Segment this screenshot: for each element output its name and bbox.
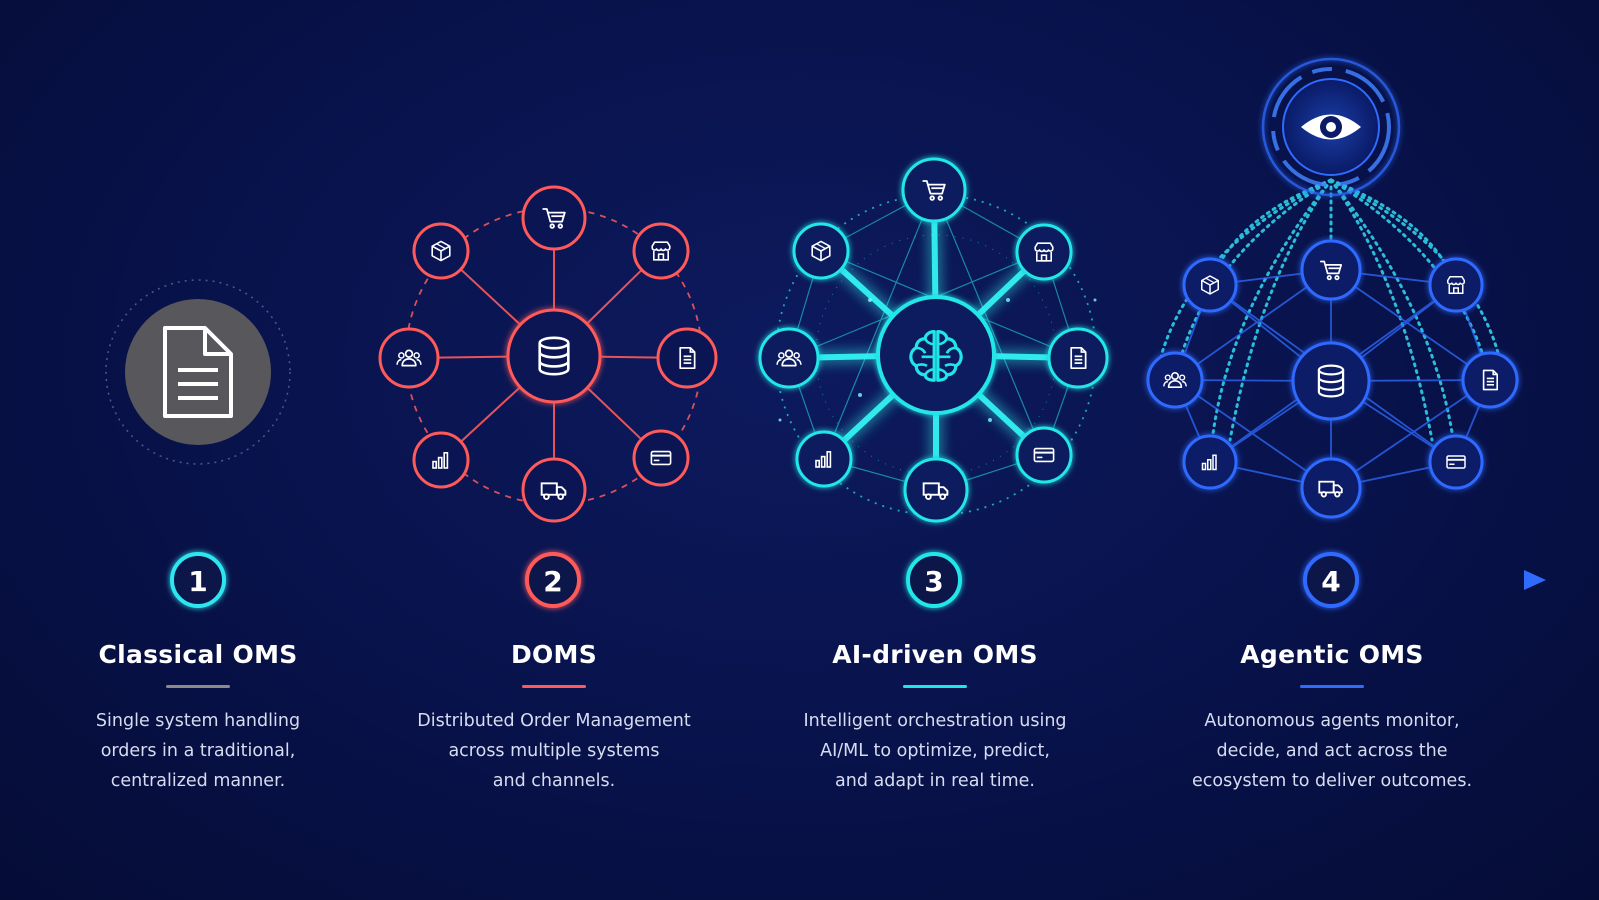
agentic-node-users — [1146, 351, 1204, 409]
timeline-arrow-icon — [1524, 570, 1546, 590]
ai-node-card — [1015, 426, 1073, 484]
description-line: and adapt in real time. — [835, 771, 1035, 791]
doms-node-truck — [521, 457, 587, 523]
doms-node-box — [412, 222, 470, 280]
step-number: 2 — [543, 565, 562, 598]
doms-node-cart — [521, 185, 587, 251]
ai-node-document — [1047, 327, 1109, 389]
agentic-node-store — [1428, 257, 1484, 313]
ai-node-users — [758, 327, 820, 389]
description-line: Single system handling — [95, 711, 301, 731]
timeline-marker-1: 1 — [170, 552, 226, 608]
description-line: and channels. — [492, 771, 616, 791]
timeline-marker-3: 3 — [906, 552, 962, 608]
description-line: Distributed Order Management — [417, 711, 691, 731]
stage-underline — [166, 685, 230, 688]
stage-description: Distributed Order Management across mult… — [384, 706, 724, 796]
timeline-marker-4: 4 — [1303, 552, 1359, 608]
stage-title: DOMS — [510, 640, 598, 669]
description-line: Intelligent orchestration using — [803, 711, 1067, 731]
ai-node-store — [1015, 223, 1073, 281]
step-number: 4 — [1321, 565, 1340, 598]
agentic-node-document — [1461, 351, 1519, 409]
description-line: decide, and act across the — [1216, 741, 1448, 761]
step-number: 3 — [924, 565, 943, 598]
description-line: AI/ML to optimize, predict, — [820, 741, 1050, 761]
ai-node-cart — [901, 157, 967, 223]
doms-node-users — [378, 327, 440, 389]
timeline-marker-2: 2 — [525, 552, 581, 608]
stage-title: Classical OMS — [98, 640, 298, 669]
stage-agentic-oms: Agentic OMS Autonomous agents monitor, d… — [1162, 640, 1502, 796]
stage-description: Autonomous agents monitor, decide, and a… — [1162, 706, 1502, 796]
stage-description: Intelligent orchestration using AI/ML to… — [765, 706, 1105, 796]
doms-node-store — [632, 222, 690, 280]
agentic-node-chart — [1182, 434, 1238, 490]
ai-node-chart — [795, 430, 853, 488]
stage-underline — [522, 685, 586, 688]
description-line: ecosystem to deliver outcomes. — [1191, 771, 1473, 791]
stage-title: Agentic OMS — [1240, 640, 1424, 669]
doms-node-card — [632, 429, 690, 487]
description-line: across multiple systems — [448, 741, 660, 761]
stage-description: Single system handling orders in a tradi… — [28, 706, 368, 796]
description-line: Autonomous agents monitor, — [1204, 711, 1460, 731]
agentic-node-truck — [1300, 457, 1362, 519]
stage-title: AI-driven OMS — [832, 640, 1038, 669]
doms-hub — [506, 308, 602, 404]
classical-orbit-ring — [105, 279, 291, 465]
step-number: 1 — [188, 565, 207, 598]
document-icon — [163, 326, 233, 418]
stage-classical-oms: Classical OMS Single system handling ord… — [28, 640, 368, 796]
agentic-hub — [1291, 341, 1371, 421]
agentic-oms-illustration — [1146, 57, 1519, 519]
agent-eye — [1261, 57, 1401, 197]
ai-hub — [876, 295, 996, 415]
ai-driven-oms-illustration — [758, 157, 1109, 523]
description-line: orders in a traditional, — [100, 741, 296, 761]
agentic-node-cart — [1300, 239, 1362, 301]
description-line: centralized manner. — [110, 771, 286, 791]
stage-doms: DOMS Distributed Order Management across… — [384, 640, 724, 796]
stage-underline — [903, 685, 967, 688]
ai-node-box — [792, 222, 850, 280]
agentic-node-card — [1428, 434, 1484, 490]
agentic-node-box — [1182, 257, 1238, 313]
ai-node-truck — [903, 457, 969, 523]
classical-oms-illustration — [105, 279, 291, 465]
eye-icon — [1301, 114, 1361, 140]
timeline: 1 2 3 4 — [26, 552, 1546, 608]
stage-underline — [1300, 685, 1364, 688]
doms-illustration — [378, 185, 718, 523]
doms-node-document — [656, 327, 718, 389]
doms-node-chart — [412, 431, 470, 489]
stage-ai-driven-oms: AI-driven OMS Intelligent orchestration … — [765, 640, 1105, 796]
